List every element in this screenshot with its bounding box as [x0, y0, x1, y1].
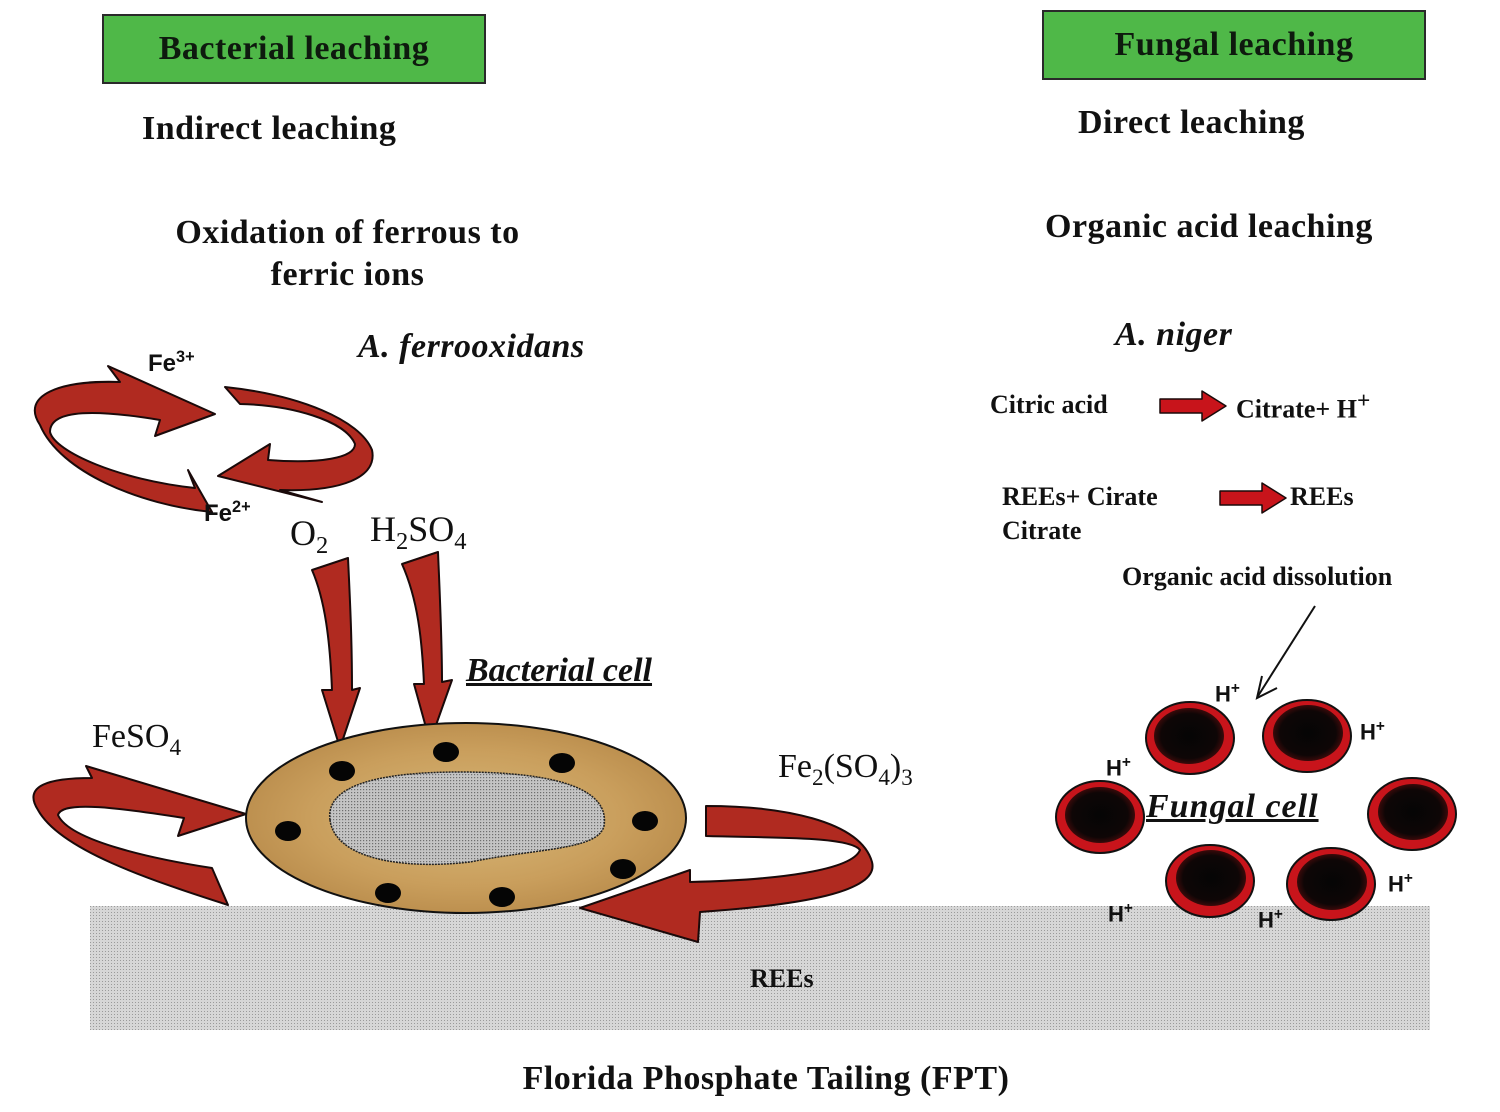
proton-charge: +	[1375, 718, 1385, 735]
proton-charge: +	[1123, 900, 1133, 917]
proton-base: H	[1108, 901, 1124, 927]
fe2so43-so: (SO	[823, 748, 879, 785]
fungal-cell-icon	[1262, 699, 1352, 773]
fungal-cell-icon	[1286, 847, 1376, 921]
fe2so43-paren: )	[889, 748, 902, 785]
feso4-cycle-arrow-icon	[32, 765, 247, 906]
phosphate-tailing-substrate	[90, 906, 1430, 1030]
dissolution-pointer-arrow-icon	[1255, 605, 1316, 700]
organic-acid-dissolution-label: Organic acid dissolution	[1122, 562, 1393, 591]
fungal-cell-icon	[1165, 844, 1255, 918]
reaction2-reactant-line2: Citrate	[1002, 516, 1082, 545]
o2-inflow-arrow-icon	[311, 557, 361, 749]
mechanism-line-2: ferric ions	[270, 256, 425, 293]
fe3-base: Fe	[148, 350, 177, 377]
proton-charge: +	[1121, 754, 1131, 771]
proton-base: H	[1215, 681, 1231, 707]
fe2-charge: 2+	[232, 498, 251, 516]
h2so4-sub1: 2	[396, 528, 409, 556]
rees-substrate-label: REEs	[750, 964, 814, 993]
reaction2-arrow-icon	[1219, 482, 1287, 514]
reaction2-reactant: REEs+ Cirate	[1002, 482, 1158, 511]
proton-base: H	[1388, 871, 1404, 897]
proton-label: H+	[1215, 680, 1240, 707]
proton-label: H+	[1388, 870, 1413, 897]
o2-label: O2	[290, 512, 328, 560]
proton-label: H+	[1360, 718, 1385, 745]
bacterial-cell-icon	[245, 722, 687, 914]
fe2so43-cycle-arrow-icon	[579, 805, 874, 943]
fpt-caption: Florida Phosphate Tailing (FPT)	[522, 1060, 1010, 1097]
oxidation-mechanism-text: Oxidation of ferrous to ferric ions	[110, 212, 585, 296]
fungal-cell-icon	[1055, 780, 1145, 854]
fungus-organism-name: A. niger	[1115, 316, 1233, 353]
fungal-cell-icon	[1367, 777, 1457, 851]
indirect-leaching-subtitle: Indirect leaching	[142, 110, 397, 147]
fe2-base: Fe	[204, 500, 233, 527]
fe3-ion-label: Fe3+	[148, 348, 195, 378]
fungal-leaching-header: Fungal leaching	[1042, 10, 1426, 80]
fe2so43-sub1: 2	[812, 764, 824, 791]
reaction2-product: REEs	[1290, 482, 1354, 511]
h2so4-sub2: 4	[454, 528, 467, 556]
o2-base: O	[290, 513, 316, 553]
proton-charge: +	[1230, 680, 1240, 697]
proton-label: H+	[1106, 754, 1131, 781]
fungal-cell-icon	[1145, 701, 1235, 775]
reaction1-product-text: Citrate+ H	[1236, 394, 1357, 424]
feso4-base: FeSO	[92, 718, 170, 755]
bacterial-cell-granules	[275, 742, 658, 907]
direct-leaching-subtitle: Direct leaching	[1078, 104, 1305, 141]
reaction1-reactant: Citric acid	[990, 390, 1108, 419]
reaction1-product-charge: +	[1356, 388, 1371, 414]
fe2so43-sub3: 3	[901, 764, 913, 791]
proton-base: H	[1258, 907, 1274, 933]
proton-base: H	[1106, 755, 1122, 781]
mechanism-line-1: Oxidation of ferrous to	[175, 214, 520, 251]
reaction1-product: Citrate+ H+	[1236, 388, 1370, 425]
fe2-ion-label: Fe2+	[204, 498, 251, 528]
fe3-charge: 3+	[176, 348, 195, 366]
organic-acid-leaching-text: Organic acid leaching	[1045, 208, 1373, 245]
fe2so43-label: Fe2(SO4)3	[778, 748, 913, 792]
o2-sub: 2	[316, 532, 329, 560]
proton-label: H+	[1108, 900, 1133, 927]
proton-charge: +	[1403, 870, 1413, 887]
fe2so43-sub2: 4	[878, 764, 890, 791]
h2so4-label: H2SO4	[370, 508, 467, 556]
bacterial-cell-label: Bacterial cell	[466, 652, 653, 689]
fungal-cell-label: Fungal cell	[1146, 788, 1319, 825]
proton-label: H+	[1258, 906, 1283, 933]
proton-charge: +	[1273, 906, 1283, 923]
feso4-label: FeSO4	[92, 718, 181, 762]
bacterial-leaching-header: Bacterial leaching	[102, 14, 486, 84]
proton-base: H	[1360, 719, 1376, 745]
h2so4-inflow-arrow-icon	[401, 551, 453, 743]
h2so4-h: H	[370, 509, 396, 549]
h2so4-so: SO	[408, 509, 455, 549]
fe2so43-fe: Fe	[778, 748, 812, 785]
feso4-sub: 4	[169, 734, 182, 761]
reaction1-arrow-icon	[1159, 390, 1227, 422]
fe-redox-cycle-icon	[33, 365, 374, 513]
bacteria-organism-name: A. ferrooxidans	[358, 328, 585, 365]
fungal-cells	[1055, 699, 1457, 921]
